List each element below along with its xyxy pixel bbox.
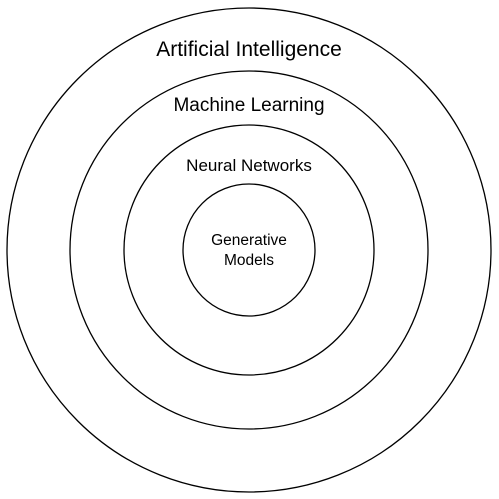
generative-models-label-line-2: Models	[224, 252, 274, 269]
generative-models-label-line-1: Generative	[211, 232, 287, 249]
neural-networks-circle	[123, 124, 375, 376]
machine-learning-circle	[69, 70, 429, 430]
generative-models-circle	[182, 183, 316, 317]
artificial-intelligence-circle	[6, 7, 492, 493]
machine-learning-label: Machine Learning	[173, 95, 324, 116]
neural-networks-label: Neural Networks	[186, 156, 312, 175]
artificial-intelligence-label: Artificial Intelligence	[156, 38, 342, 61]
